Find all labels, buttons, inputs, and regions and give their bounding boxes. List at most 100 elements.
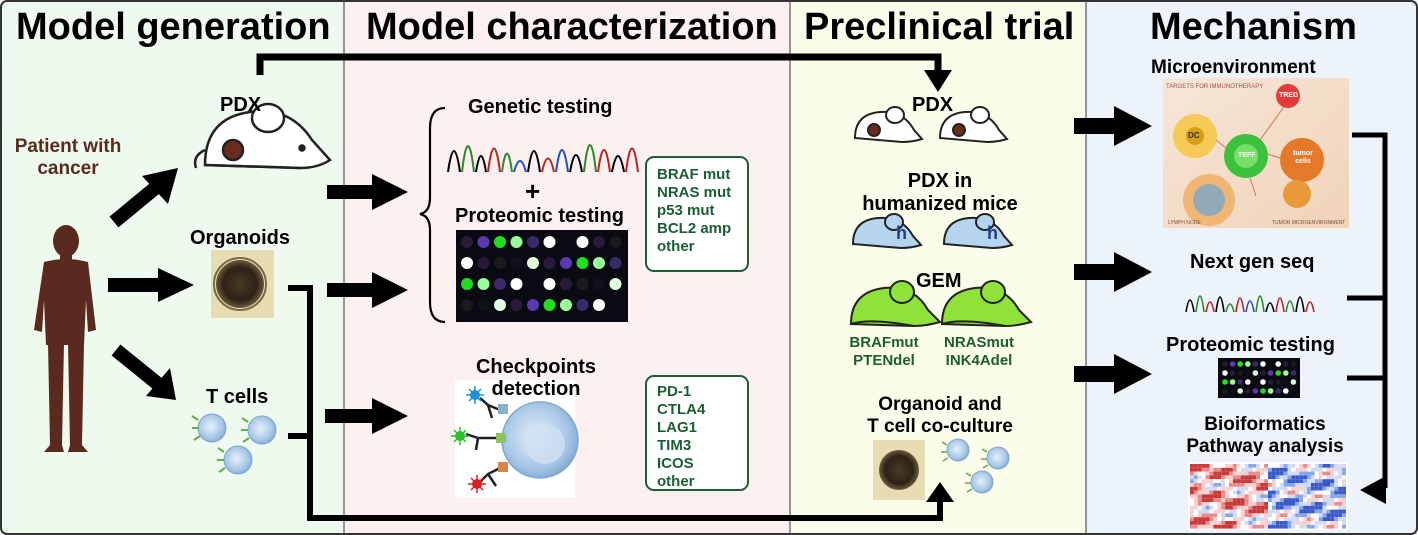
heatmap-cell xyxy=(1303,467,1307,472)
heatmap-cell xyxy=(1326,502,1331,506)
heatmap-cell xyxy=(1232,464,1237,468)
heatmap-cell xyxy=(1225,486,1229,491)
heatmap-cell xyxy=(1326,479,1331,483)
heatmap-cell xyxy=(1271,498,1276,502)
heatmap-cell xyxy=(1229,479,1233,483)
heatmap-cell xyxy=(1291,505,1296,510)
array-spot xyxy=(609,236,622,248)
heatmap-cell xyxy=(1283,467,1288,472)
heatmap-cell xyxy=(1310,464,1315,468)
heatmap-cell xyxy=(1307,490,1311,495)
heatmap-cell xyxy=(1279,513,1284,518)
heatmap-cell xyxy=(1221,521,1226,525)
protein-array-image xyxy=(456,230,628,322)
heatmap-cell xyxy=(1279,483,1284,487)
heatmap-cell xyxy=(1279,464,1284,468)
heatmap-cell xyxy=(1229,505,1233,510)
heatmap-cell xyxy=(1248,502,1253,506)
heatmap-cell xyxy=(1307,509,1311,514)
heatmap-cell xyxy=(1268,486,1272,491)
heatmap-cell xyxy=(1232,524,1237,529)
heatmap-cell xyxy=(1287,464,1292,468)
heatmap-cell xyxy=(1248,521,1253,525)
heatmap-cell xyxy=(1236,494,1241,499)
heatmap-cell xyxy=(1252,467,1257,472)
heatmap-cell xyxy=(1275,475,1280,480)
heatmap-cell xyxy=(1338,486,1343,491)
heatmap-cell xyxy=(1201,521,1206,525)
heatmap-cell xyxy=(1322,471,1327,476)
heatmap-cell xyxy=(1268,498,1272,502)
heatmap-cell xyxy=(1314,521,1319,525)
heatmap-cell xyxy=(1268,505,1272,510)
heatmap-cell xyxy=(1217,479,1222,483)
heatmap-cell xyxy=(1326,509,1331,514)
heatmap-cell xyxy=(1299,498,1304,502)
heatmap-cell xyxy=(1260,467,1265,472)
array-spot xyxy=(494,299,506,311)
heatmap-cell xyxy=(1201,509,1206,514)
heatmap-cell xyxy=(1310,524,1315,529)
heatmap-cell xyxy=(1252,509,1257,514)
heatmap-cell xyxy=(1236,524,1241,529)
heatmap-cell xyxy=(1322,521,1327,525)
heatmap-cell xyxy=(1264,498,1268,502)
heatmap-cell xyxy=(1236,517,1241,521)
heatmap-cell xyxy=(1190,471,1194,476)
humanized-mouse-2-letter: h xyxy=(987,223,998,243)
heatmap-cell xyxy=(1287,498,1292,502)
heatmap-cell xyxy=(1256,475,1261,480)
heatmap-cell xyxy=(1193,513,1198,518)
checkpoint-cell-image xyxy=(451,380,579,498)
heatmap-cell xyxy=(1299,486,1304,491)
heatmap-cell xyxy=(1303,464,1307,468)
heatmap-cell xyxy=(1268,475,1272,480)
heatmap-cell xyxy=(1236,505,1241,510)
heatmap-cell xyxy=(1197,467,1202,472)
array-spot xyxy=(494,278,506,290)
heatmap-cell xyxy=(1244,467,1249,472)
heatmap-cell xyxy=(1338,502,1343,506)
heatmap-cell xyxy=(1260,490,1265,495)
heatmap-cell xyxy=(1244,502,1249,506)
heatmap-cell xyxy=(1240,479,1245,483)
heatmap-cell xyxy=(1252,505,1257,510)
heatmap-cell xyxy=(1283,490,1288,495)
heatmap-cell xyxy=(1330,494,1335,499)
array-spot xyxy=(1237,370,1243,376)
heatmap-cell xyxy=(1205,524,1210,529)
heatmap-cell xyxy=(1279,521,1284,525)
heatmap-cell xyxy=(1193,471,1198,476)
heatmap-cell xyxy=(1232,502,1237,506)
heatmap-cell xyxy=(1330,498,1335,502)
heatmap-cell xyxy=(1244,464,1249,468)
heatmap-cell xyxy=(1271,502,1276,506)
array-spot xyxy=(543,257,556,269)
heatmap-cell xyxy=(1287,490,1292,495)
heatmap-cell xyxy=(1318,521,1323,525)
heatmap-cell xyxy=(1330,483,1335,487)
heatmap-cell xyxy=(1217,471,1222,476)
heatmap-cell xyxy=(1193,467,1198,472)
heatmap-cell xyxy=(1190,498,1194,502)
heatmap-cell xyxy=(1291,475,1296,480)
heatmap-cell xyxy=(1330,467,1335,472)
array-spot xyxy=(1267,379,1274,385)
heatmap-cell xyxy=(1232,513,1237,518)
heatmap-cell xyxy=(1209,479,1214,483)
heatmap-cell xyxy=(1318,509,1323,514)
heatmap-cell xyxy=(1190,464,1194,468)
heatmap-cell xyxy=(1190,483,1194,487)
heatmap-cell xyxy=(1244,517,1249,521)
heatmap-cell xyxy=(1205,509,1210,514)
heatmap-cell xyxy=(1299,475,1304,480)
heatmap-cell xyxy=(1299,505,1304,510)
heatmap-cell xyxy=(1271,464,1276,468)
heatmap-cell xyxy=(1318,486,1323,491)
heatmap-cell xyxy=(1299,521,1304,525)
heatmap-cell xyxy=(1248,524,1253,529)
heatmap-cell xyxy=(1334,517,1339,521)
heatmap-cell xyxy=(1225,479,1229,483)
array-spot xyxy=(1222,388,1228,394)
